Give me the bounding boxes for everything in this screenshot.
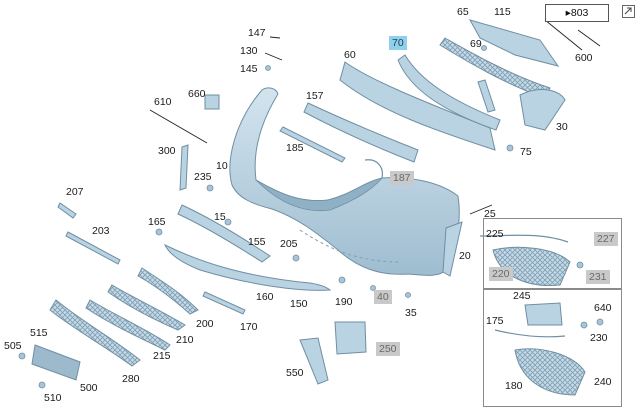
part-label-15[interactable]: 15	[214, 211, 226, 223]
part-label-203[interactable]: 203	[92, 225, 110, 237]
part-label-70[interactable]: 70	[389, 36, 407, 50]
part-label-60[interactable]: 60	[344, 49, 356, 61]
part-label-500[interactable]: 500	[80, 382, 98, 394]
upper-carrier-part	[279, 61, 496, 163]
part-label-227[interactable]: 227	[594, 232, 618, 246]
fog-light-inset-lower	[483, 288, 622, 407]
part-label-220[interactable]: 220	[489, 267, 513, 281]
part-label-130[interactable]: 130	[240, 45, 258, 57]
side-brackets-part	[179, 94, 463, 277]
part-label-225[interactable]: 225	[486, 228, 504, 240]
part-label-115[interactable]: 115	[494, 6, 511, 18]
part-label-660[interactable]: 660	[188, 88, 206, 100]
part-label-30[interactable]: 30	[556, 121, 568, 133]
part-label-550[interactable]: 550	[286, 367, 304, 379]
part-label-10[interactable]: 10	[216, 160, 228, 172]
part-label-300[interactable]: 300	[158, 145, 176, 157]
part-label-200[interactable]: 200	[196, 318, 214, 330]
part-label-160[interactable]: 160	[256, 291, 274, 303]
part-label-610[interactable]: 610	[154, 96, 172, 108]
part-label-207[interactable]: 207	[66, 186, 84, 198]
part-label-157[interactable]: 157	[306, 90, 324, 102]
part-label-75[interactable]: 75	[520, 146, 532, 158]
part-label-20[interactable]: 20	[459, 250, 471, 262]
part-label-230[interactable]: 230	[590, 332, 608, 344]
part-label-505[interactable]: 505	[4, 340, 22, 352]
part-label-187[interactable]: 187	[390, 171, 414, 185]
part-label-250[interactable]: 250	[376, 342, 400, 356]
fog-light-inset-upper	[483, 218, 622, 290]
part-label-205[interactable]: 205	[280, 238, 298, 250]
leader-lines	[149, 19, 601, 215]
part-label-510[interactable]: 510	[44, 392, 62, 404]
part-label-69[interactable]: 69	[470, 38, 482, 50]
part-label-235[interactable]: 235	[194, 171, 212, 183]
part-label-155[interactable]: 155	[248, 236, 266, 248]
part-label-170[interactable]: 170	[240, 321, 258, 333]
reference-box[interactable]: ▸803	[545, 4, 609, 22]
part-label-150[interactable]: 150	[290, 298, 308, 310]
part-label-231[interactable]: 231	[586, 270, 610, 284]
part-label-175[interactable]: 175	[486, 315, 504, 327]
part-label-515[interactable]: 515	[30, 327, 48, 339]
lower-trim-part	[31, 202, 332, 381]
part-label-190[interactable]: 190	[335, 296, 353, 308]
part-label-185[interactable]: 185	[286, 142, 304, 154]
part-label-165[interactable]: 165	[148, 216, 166, 228]
part-label-215[interactable]: 215	[153, 350, 171, 362]
fasteners-part	[18, 45, 604, 389]
part-label-145[interactable]: 145	[240, 63, 258, 75]
export-icon[interactable]	[622, 5, 635, 18]
part-label-245[interactable]: 245	[513, 290, 531, 302]
part-label-40[interactable]: 40	[374, 290, 392, 304]
part-label-35[interactable]: 35	[405, 307, 417, 319]
part-label-240[interactable]: 240	[594, 376, 612, 388]
part-label-600[interactable]: 600	[575, 52, 593, 64]
part-label-65[interactable]: 65	[457, 6, 469, 18]
part-label-210[interactable]: 210	[176, 334, 194, 346]
part-label-280[interactable]: 280	[122, 373, 140, 385]
part-label-147[interactable]: 147	[248, 27, 266, 39]
part-label-640[interactable]: 640	[594, 302, 612, 314]
part-label-180[interactable]: 180	[505, 380, 523, 392]
mounting-brackets-part	[397, 19, 566, 131]
part-label-25[interactable]: 25	[484, 208, 496, 220]
